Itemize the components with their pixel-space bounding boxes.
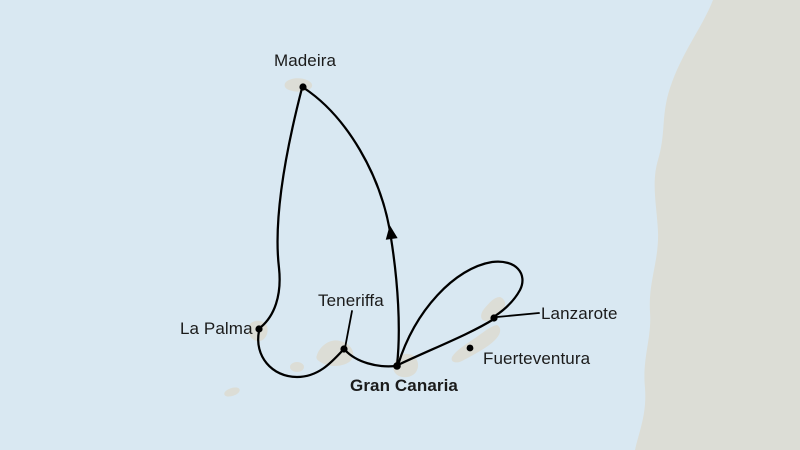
route-leg-madeira-la-palma — [259, 86, 304, 329]
route-leg-teneriffa-gran-canaria — [343, 348, 398, 368]
teneriffa-leader-line — [344, 310, 353, 349]
africa-coastline — [635, 0, 800, 450]
port-dot-madeira — [299, 83, 307, 91]
port-dot-teneriffa — [340, 345, 348, 353]
lanzarote-island — [481, 297, 506, 322]
el-hierro-island — [224, 387, 240, 397]
fuerteventura-island — [451, 325, 501, 363]
port-dot-fuerteventura — [466, 344, 474, 352]
la-gomera-island — [290, 362, 304, 372]
label-leader-lines — [344, 310, 540, 349]
port-dots — [255, 83, 498, 370]
port-dot-lanzarote — [490, 314, 498, 322]
port-dot-gran-canaria — [393, 362, 401, 370]
port-dot-la-palma — [255, 325, 263, 333]
direction-arrow-icon — [385, 225, 398, 240]
route-leg-lanzarote-gran-canaria — [398, 317, 496, 366]
route-leg-gran-canaria-lanzarote — [396, 260, 524, 367]
route-leg-la-palma-teneriffa — [257, 329, 345, 379]
lanzarote-leader-line — [496, 312, 540, 318]
